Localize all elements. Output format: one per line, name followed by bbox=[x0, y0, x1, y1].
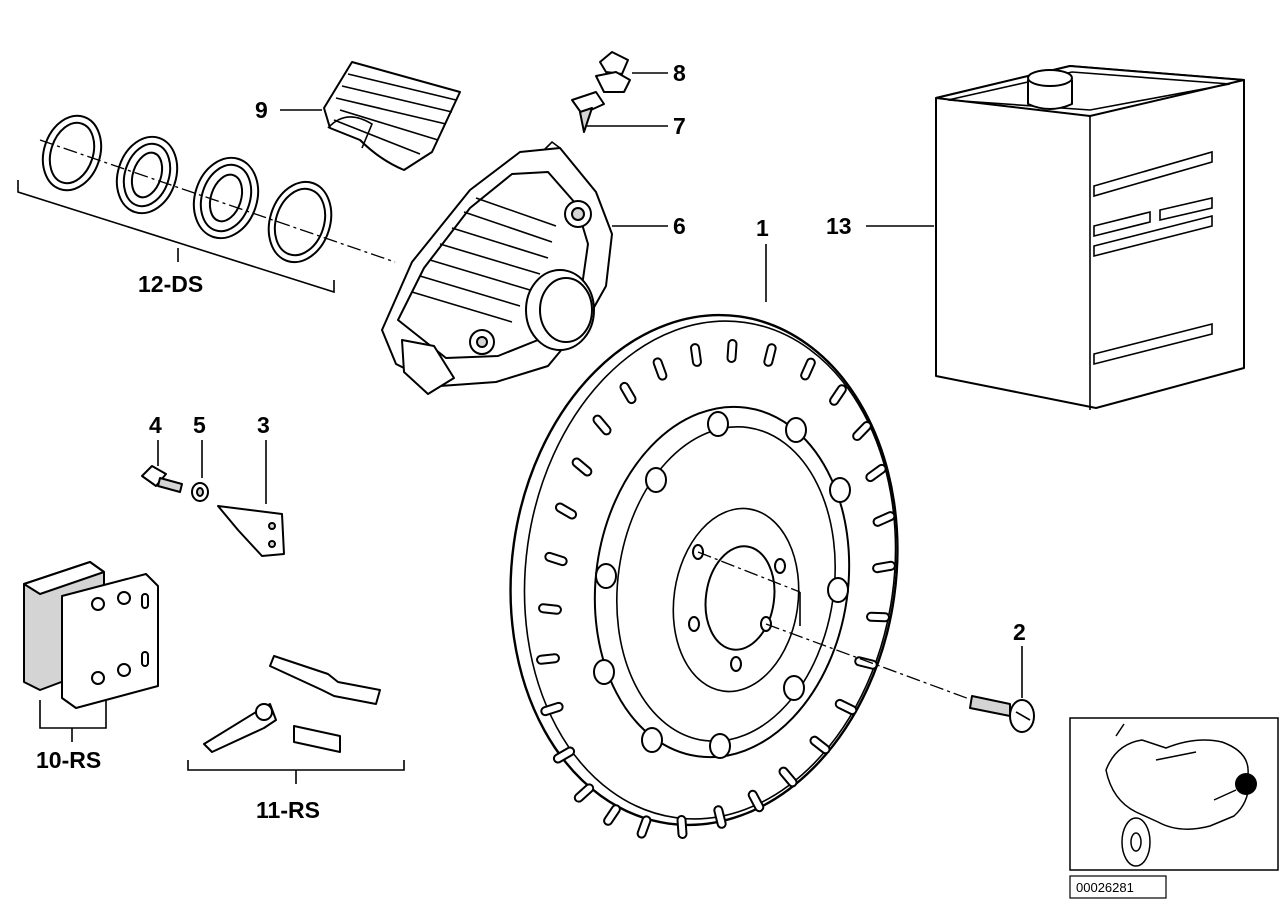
pin-kit-bracket bbox=[187, 760, 405, 771]
callout-12[interactable]: 12-DS bbox=[138, 271, 203, 297]
callout-6[interactable]: 6 bbox=[673, 213, 686, 239]
brake-disc-part[interactable]: 1 bbox=[478, 215, 973, 850]
bolt-part[interactable]: 4 bbox=[141, 412, 183, 493]
seal-axis-line bbox=[39, 139, 396, 263]
seal-ring-3[interactable] bbox=[184, 149, 268, 246]
pin-kit-part[interactable]: 11-RS bbox=[187, 655, 405, 823]
bolt-axis-line bbox=[765, 623, 973, 701]
disc-ventilation-slots bbox=[536, 339, 896, 839]
callout-8[interactable]: 8 bbox=[673, 60, 686, 86]
brake-pads-part[interactable]: 10-RS bbox=[23, 561, 159, 773]
bleed-screw-part[interactable]: 7 bbox=[571, 91, 686, 139]
reference-box: 00026281 bbox=[1069, 875, 1167, 899]
seal-ring-2[interactable] bbox=[107, 129, 186, 221]
seal-ring-1[interactable] bbox=[34, 108, 111, 198]
callout-11[interactable]: 11-RS bbox=[256, 797, 320, 823]
callout-4[interactable]: 4 bbox=[149, 412, 162, 438]
fluid-can-part[interactable]: 13 bbox=[826, 65, 1245, 410]
callout-10[interactable]: 10-RS bbox=[36, 747, 101, 773]
callout-13[interactable]: 13 bbox=[826, 213, 852, 239]
seal-ring-4[interactable] bbox=[259, 174, 341, 271]
disc-inner-holes bbox=[688, 544, 786, 672]
callout-2[interactable]: 2 bbox=[1013, 619, 1026, 645]
dust-boot-part[interactable]: 9 bbox=[255, 61, 461, 171]
brake-caliper-part[interactable]: 6 bbox=[381, 140, 686, 395]
seal-kit-bracket bbox=[17, 180, 335, 294]
pads-bracket bbox=[39, 700, 107, 729]
disc-bolt-bosses bbox=[593, 411, 851, 759]
callout-7[interactable]: 7 bbox=[673, 113, 686, 139]
disc-bolt-part[interactable]: 2 bbox=[969, 619, 1035, 733]
motorcycle-thumbnail[interactable] bbox=[1069, 717, 1279, 871]
seal-kit-group[interactable]: 12-DS bbox=[17, 108, 396, 297]
motorcycle-icon bbox=[1105, 723, 1257, 867]
bracket-part[interactable]: 3 bbox=[217, 412, 285, 557]
washer-part[interactable]: 5 bbox=[191, 412, 209, 502]
bleed-cap-part[interactable]: 8 bbox=[595, 51, 686, 93]
disc-axis-line bbox=[697, 551, 801, 593]
callout-9[interactable]: 9 bbox=[255, 97, 268, 123]
callout-1[interactable]: 1 bbox=[756, 215, 769, 241]
reference-number: 00026281 bbox=[1076, 880, 1134, 895]
callout-3[interactable]: 3 bbox=[257, 412, 270, 438]
callout-5[interactable]: 5 bbox=[193, 412, 206, 438]
rear-wheel-highlight bbox=[1235, 773, 1257, 795]
